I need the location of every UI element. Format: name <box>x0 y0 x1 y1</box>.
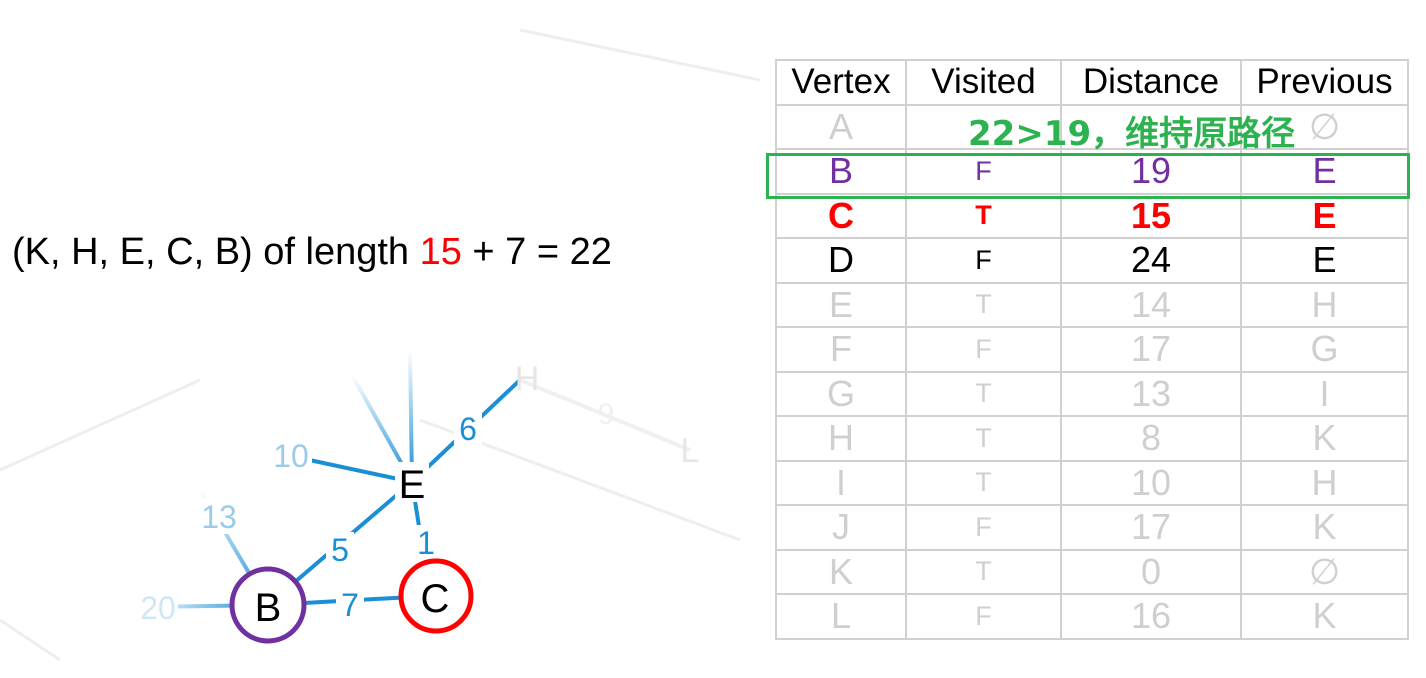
cell-previous: K <box>1240 504 1409 551</box>
cell-distance: 8 <box>1060 415 1242 462</box>
cell-visited: F <box>905 326 1062 373</box>
cell-vertex: J <box>775 504 907 551</box>
cell-vertex: C <box>775 192 907 239</box>
cell-distance: 14 <box>1060 281 1242 328</box>
comparison-note: 22>19，维持原路径 <box>968 114 1296 154</box>
cell-vertex: L <box>775 593 907 640</box>
cell-visited: T <box>905 281 1062 328</box>
cell-distance: 16 <box>1060 593 1242 640</box>
cell-vertex: H <box>775 415 907 462</box>
cell-previous: ∅ <box>1240 548 1409 595</box>
node-b-ring <box>229 566 307 644</box>
cell-previous: H <box>1240 459 1409 506</box>
cell-vertex: K <box>775 548 907 595</box>
table-row: A∅ <box>775 103 1409 150</box>
background-edges <box>0 28 760 662</box>
cell-previous: E <box>1240 237 1409 284</box>
edge-label-e-b: 5 <box>331 532 349 568</box>
cell-visited: F <box>905 237 1062 284</box>
cell-visited: T <box>905 192 1062 239</box>
node-l-label: L <box>681 432 700 470</box>
cell-distance: 13 <box>1060 370 1242 417</box>
cell-distance <box>1060 103 1242 150</box>
cell-previous: G <box>1240 326 1409 373</box>
label-halos <box>138 410 482 626</box>
edge-label-x-e: 10 <box>273 438 309 474</box>
cell-visited: T <box>905 459 1062 506</box>
edge-label-b-c: 7 <box>341 587 359 623</box>
header-previous: Previous <box>1240 59 1409 106</box>
cell-vertex: I <box>775 459 907 506</box>
cell-previous: K <box>1240 415 1409 462</box>
cell-distance: 24 <box>1060 237 1242 284</box>
cell-distance: 17 <box>1060 326 1242 373</box>
edge-label-z-b: 20 <box>140 590 176 626</box>
header-visited: Visited <box>905 59 1062 106</box>
edge-up-e <box>408 349 414 483</box>
cell-vertex: A <box>775 103 907 150</box>
cell-visited <box>905 103 1062 150</box>
cell-visited: T <box>905 370 1062 417</box>
path-highlight-value: 15 <box>419 231 462 273</box>
header-vertex: Vertex <box>775 59 907 106</box>
node-c-ring <box>398 558 474 634</box>
row-b-highlight-box <box>766 153 1410 199</box>
cell-previous: I <box>1240 370 1409 417</box>
cell-previous: E <box>1240 192 1409 239</box>
cell-vertex: G <box>775 370 907 417</box>
path-suffix: + 7 = 22 <box>461 231 612 273</box>
cell-distance: 15 <box>1060 192 1242 239</box>
graph-diagram: E B C H L 6 10 1 5 7 13 20 9 <box>0 28 760 662</box>
cell-vertex: F <box>775 326 907 373</box>
cell-distance: 0 <box>1060 548 1242 595</box>
edge-label-h-l: 9 <box>598 398 615 431</box>
cell-previous: K <box>1240 593 1409 640</box>
cell-visited: T <box>905 548 1062 595</box>
edge-label-y-b: 13 <box>201 499 237 535</box>
node-b-label: B <box>255 586 282 630</box>
node-c-label: C <box>421 577 450 621</box>
cell-previous: H <box>1240 281 1409 328</box>
table-header-row: Vertex Visited Distance Previous <box>775 59 1409 106</box>
node-h-label: H <box>515 360 540 398</box>
node-e-label: E <box>399 463 426 507</box>
edge-label-h-e: 6 <box>459 411 477 447</box>
cell-vertex: D <box>775 237 907 284</box>
cell-distance: 10 <box>1060 459 1242 506</box>
cell-visited: T <box>905 415 1062 462</box>
header-distance: Distance <box>1060 59 1242 106</box>
cell-visited: F <box>905 593 1062 640</box>
edge-label-e-c: 1 <box>417 525 435 561</box>
path-length-expression: (K, H, E, C, B) of length 15 + 7 = 22 <box>12 231 612 274</box>
cell-vertex: E <box>775 281 907 328</box>
cell-visited: F <box>905 504 1062 551</box>
cell-distance: 17 <box>1060 504 1242 551</box>
edge-x-e <box>299 456 413 484</box>
edge-h-l <box>519 378 691 452</box>
path-prefix: (K, H, E, C, B) of length <box>12 231 420 273</box>
cell-previous: ∅ <box>1240 103 1409 150</box>
